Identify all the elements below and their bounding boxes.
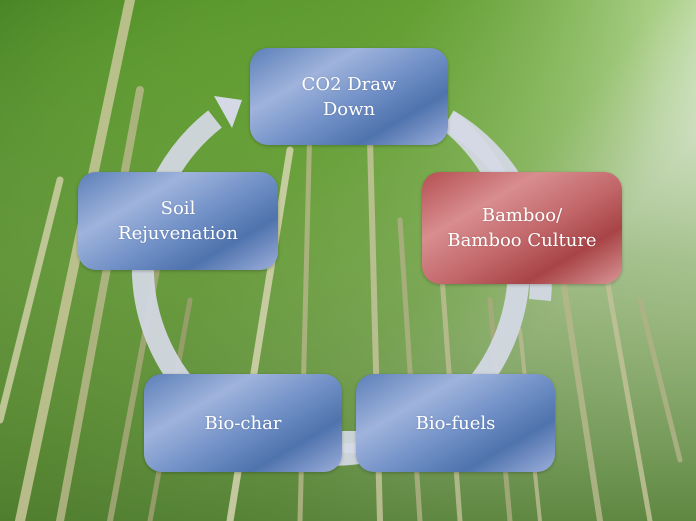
bamboo-stalk [15,0,135,521]
node-soil-rejuvenation[interactable]: Soil Rejuvenation [78,172,278,270]
node-co2-label: CO2 Draw Down [301,73,397,120]
arrowhead-icon [214,96,242,128]
node-biofuels-label: Bio-fuels [415,412,496,434]
node-bamboo-culture[interactable]: Bamboo/ Bamboo Culture [422,172,622,284]
connector-bar [340,431,360,453]
bamboo-stalk [597,237,653,521]
node-biochar-label: Bio-char [204,412,282,434]
node-soil-label: Soil Rejuvenation [118,198,238,244]
node-bio-char[interactable]: Bio-char [144,374,342,472]
bamboo-stalk [56,86,144,521]
bamboo-stalk [0,176,64,424]
bamboo-stalk [637,297,683,463]
node-co2-draw-down[interactable]: CO2 Draw Down [250,48,448,145]
node-bamboo-label: Bamboo/ Bamboo Culture [447,205,597,251]
bamboo-stalk [557,257,603,521]
node-bio-fuels[interactable]: Bio-fuels [356,374,555,472]
